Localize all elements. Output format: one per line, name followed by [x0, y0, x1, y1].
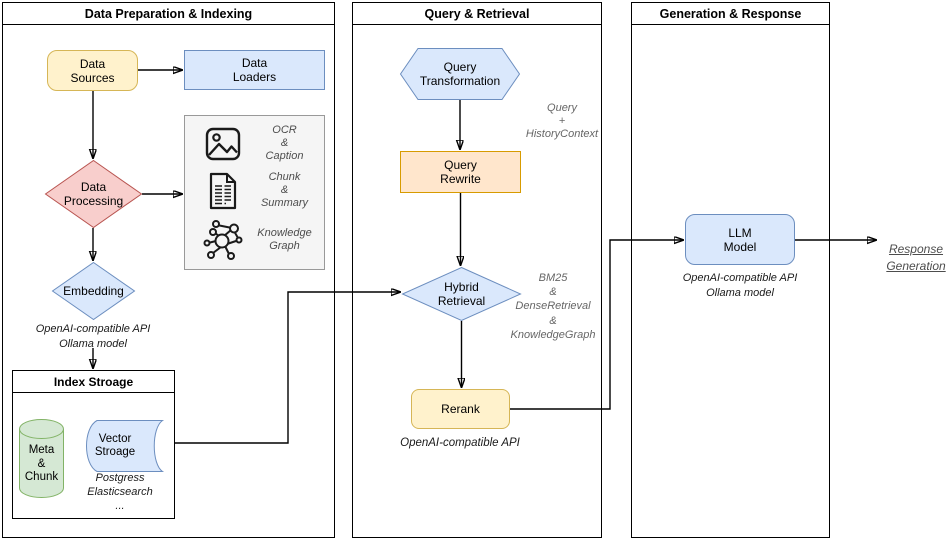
- panel-title-data-preparation: Data Preparation & Indexing: [3, 3, 334, 25]
- data-sources-node: Data Sources: [47, 50, 138, 91]
- data-sources-label: Data Sources: [70, 56, 115, 85]
- method-label-knowledge-graph: Knowledge Graph: [257, 226, 312, 252]
- response-generation-label: Response Generation: [861, 224, 951, 275]
- embedding-api-note: OpenAI-compatible API Ollama model: [35, 323, 151, 350]
- query-transformation-label: Query Transformation: [419, 60, 501, 88]
- knowledge-graph-icon: [201, 219, 245, 261]
- query-rewrite-label: Query Rewrite: [440, 158, 481, 186]
- llm-api-note: OpenAI-compatible API Ollama model: [682, 272, 798, 299]
- method-row-ocr-caption: OCR & Caption: [201, 124, 324, 163]
- index-storage-title: Index Stroage: [13, 371, 174, 393]
- document-icon: [201, 172, 245, 210]
- storage-engines-note: Postgress Elasticsearch ...: [87, 472, 153, 512]
- vector-storage-node: Vector Stroage: [77, 420, 165, 472]
- data-processing-label: Data Processing: [63, 180, 124, 208]
- rerank-node: Rerank: [411, 389, 510, 429]
- query-rewrite-node: Query Rewrite: [400, 151, 521, 193]
- meta-chunk-cylinder: Meta & Chunk: [19, 418, 64, 499]
- data-processing-node: Data Processing: [44, 159, 143, 229]
- query-transformation-node: Query Transformation: [399, 48, 521, 100]
- llm-model-node: LLM Model: [685, 214, 795, 265]
- retrieval-methods-note: BM25 & DenseRetrieval & KnowledgeGraph: [510, 272, 596, 341]
- image-icon: [201, 127, 245, 161]
- embedding-label: Embedding: [63, 284, 124, 298]
- method-row-knowledge-graph: Knowledge Graph: [201, 219, 324, 261]
- rerank-api-note: OpenAI-compatible API: [400, 437, 520, 449]
- hybrid-retrieval-label: Hybrid Retrieval: [437, 280, 486, 308]
- panel-generation-response: Generation & Response: [631, 2, 830, 538]
- method-label-ocr-caption: OCR & Caption: [265, 124, 304, 163]
- method-label-chunk-summary: Chunk & Summary: [260, 171, 309, 210]
- processing-methods-box: OCR & Caption Chunk & Summary: [184, 115, 325, 270]
- rerank-label: Rerank: [441, 402, 480, 416]
- llm-model-label: LLM Model: [723, 225, 757, 254]
- data-loaders-label: Data Loaders: [232, 56, 277, 84]
- vector-storage-label: Vector Stroage: [94, 432, 136, 459]
- panel-title-query-retrieval: Query & Retrieval: [353, 3, 601, 25]
- response-generation-text: Response Generation: [886, 242, 946, 273]
- panel-title-generation-response: Generation & Response: [632, 3, 829, 25]
- query-context-note: Query + HistoryContext: [525, 102, 599, 140]
- embedding-node: Embedding: [51, 261, 136, 321]
- data-loaders-node: Data Loaders: [184, 50, 325, 90]
- method-row-chunk-summary: Chunk & Summary: [201, 171, 324, 210]
- hybrid-retrieval-node: Hybrid Retrieval: [401, 266, 522, 322]
- meta-chunk-label: Meta & Chunk: [24, 444, 59, 484]
